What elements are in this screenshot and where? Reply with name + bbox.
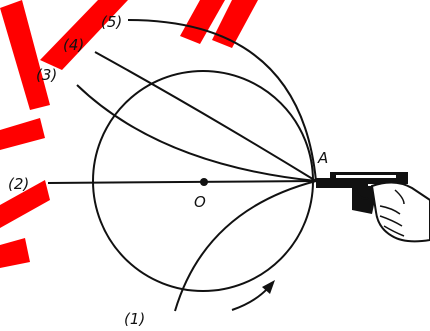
path-1-curve xyxy=(174,180,317,312)
path-2-line xyxy=(47,180,317,184)
watermark-stroke-2 xyxy=(40,0,128,70)
label-path-3: (3) xyxy=(36,66,57,84)
path-5-curve xyxy=(127,19,317,182)
rotation-arrow xyxy=(231,280,275,311)
label-path-4: (4) xyxy=(63,36,84,54)
label-path-5: (5) xyxy=(101,13,122,31)
rotation-arrow-arc xyxy=(231,287,269,311)
label-path-1: (1) xyxy=(124,310,145,328)
watermark-stroke-5 xyxy=(0,118,45,150)
label-center-o: O xyxy=(194,193,206,211)
pistol-hand-icon xyxy=(316,172,430,243)
watermark-stroke-4 xyxy=(180,0,225,44)
label-point-a: A xyxy=(317,149,328,167)
watermark-stroke-1 xyxy=(0,0,50,110)
path-3-curve xyxy=(76,84,317,182)
watermark-stroke-7 xyxy=(0,238,30,268)
path-4-curve xyxy=(94,51,317,182)
watermark xyxy=(0,0,258,268)
label-path-2: (2) xyxy=(8,175,29,193)
watermark-stroke-6 xyxy=(0,180,50,228)
rotation-arrowhead xyxy=(262,280,275,294)
